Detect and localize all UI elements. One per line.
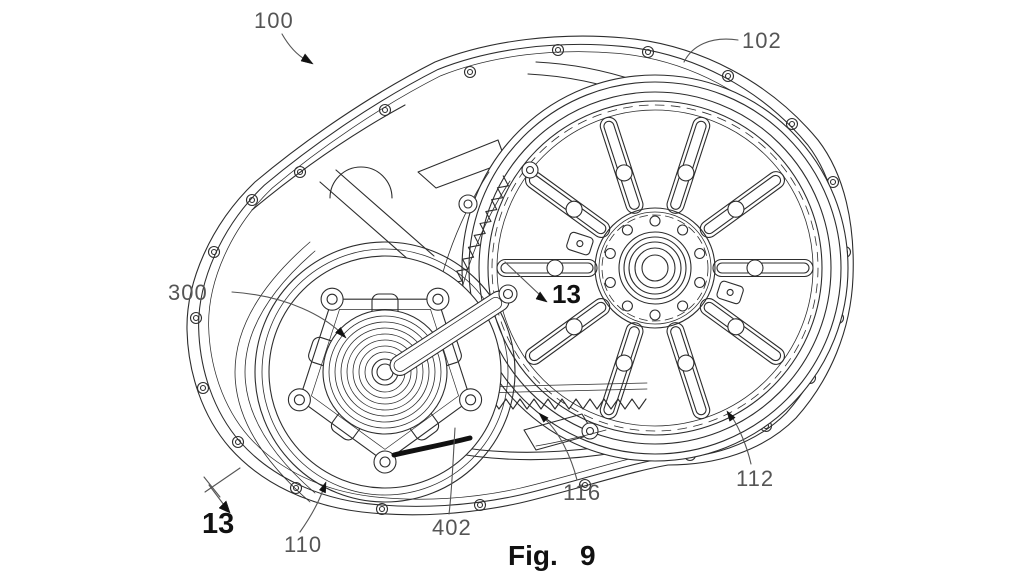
arrowhead-13-center: [535, 291, 548, 303]
section-tick-13-corner: [203, 476, 221, 498]
leader-110: [299, 489, 324, 533]
ref-label-102: 102: [742, 28, 782, 53]
chain-tensioner: [391, 413, 607, 458]
figure-caption-number: 9: [580, 540, 596, 571]
arm-roller: [498, 284, 518, 304]
drive-chain-upper: [440, 171, 511, 289]
section-label-13-center: 13: [552, 279, 581, 309]
arrowhead-100: [300, 53, 314, 65]
leader-102: [683, 38, 739, 63]
ref-label-110: 110: [284, 532, 322, 557]
ref-label-112: 112: [736, 466, 774, 491]
ref-label-100: 100: [254, 8, 294, 33]
tensioner-blade: [391, 435, 473, 458]
arrowhead-112: [726, 410, 736, 422]
section-label-13-corner: 13: [202, 508, 234, 540]
ref-label-402: 402: [432, 515, 472, 540]
drive-chain-lower: [476, 382, 648, 410]
section-line-13-center: [504, 261, 542, 297]
section-arrow-line-13-corner: [208, 484, 225, 506]
clutch-wheel: [461, 74, 849, 462]
arrowhead-13-corner: [218, 500, 231, 514]
arrowhead-116: [538, 412, 549, 423]
figure-caption-prefix: Fig.: [508, 540, 558, 571]
leader-300: [231, 291, 341, 333]
arm-roller-pin: [502, 288, 514, 300]
ref-label-300: 300: [168, 280, 208, 305]
wheel-hub: [594, 207, 716, 329]
idler-bosses: [458, 161, 539, 214]
labels: 100 102 300 13 13 110 402 116 112 Fig. 9: [168, 8, 782, 571]
leader-100: [281, 33, 307, 61]
leader-112: [731, 416, 752, 465]
arrowhead-300: [335, 327, 347, 339]
leader-402: [448, 427, 456, 515]
ref-label-116: 116: [563, 480, 601, 505]
drive-unit: [234, 241, 518, 503]
section-line-13-corner: [204, 467, 241, 493]
center-pulley: [322, 309, 448, 435]
arrowhead-110: [319, 481, 327, 494]
pentagon-frame: [287, 287, 483, 474]
leader-116: [544, 418, 578, 481]
